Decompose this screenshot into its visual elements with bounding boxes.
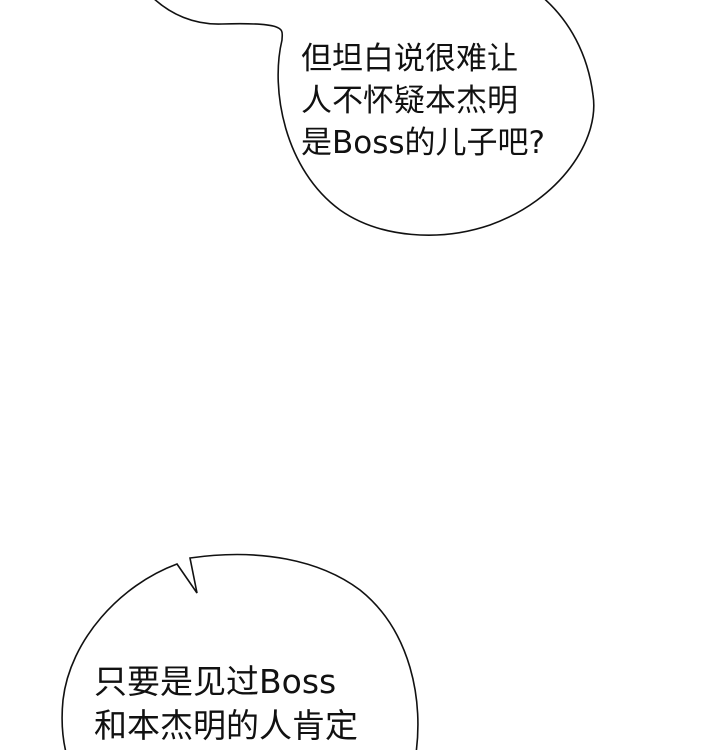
text-line: 只要是见过Boss (94, 662, 337, 701)
text-line: 但坦白说很难让 (301, 41, 518, 77)
text-line: 是Boss的儿子吧? (301, 125, 545, 161)
speech-text-bottom: 只要是见过Boss 和本杰明的人肯定 (94, 660, 358, 748)
speech-bubble-bottom (61, 553, 419, 750)
speech-bubble-top (154, 0, 595, 236)
text-line: 人不怀疑本杰明 (301, 83, 518, 119)
text-line: 和本杰明的人肯定 (94, 706, 358, 745)
speech-text-top: 但坦白说很难让 人不怀疑本杰明 是Boss的儿子吧? (301, 38, 545, 164)
